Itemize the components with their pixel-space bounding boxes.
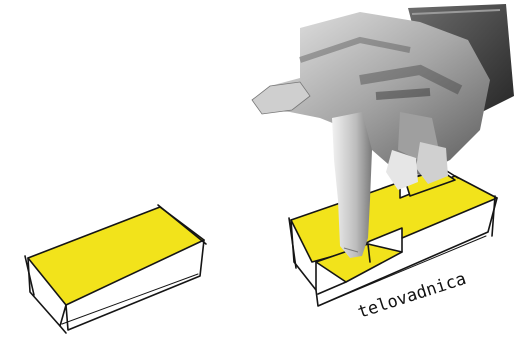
building-caption: telovadnica xyxy=(355,269,468,323)
yellow-block-icon xyxy=(25,205,206,333)
